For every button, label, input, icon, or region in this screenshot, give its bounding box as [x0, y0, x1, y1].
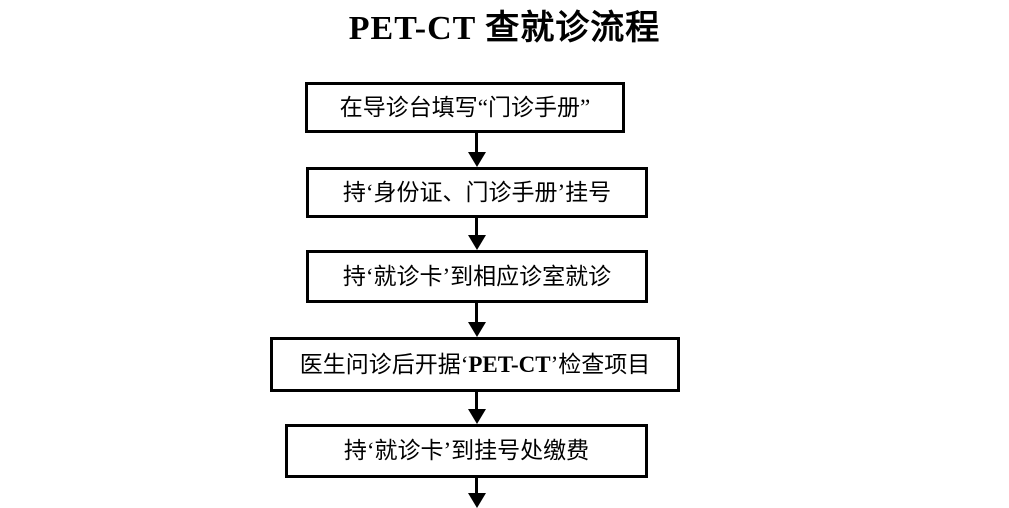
flow-arrow-5-to-next [468, 478, 486, 508]
arrow-head-icon [468, 409, 486, 424]
arrow-shaft [475, 218, 478, 237]
flow-arrow-2-to-3 [468, 218, 486, 250]
flow-arrow-4-to-5 [468, 392, 486, 424]
arrow-shaft [475, 392, 478, 411]
flow-step-box-4[interactable]: 医生问诊后开据‘PET-CT’检查项目 [270, 337, 680, 392]
flow-step-box-1[interactable]: 在导诊台填写“门诊手册” [305, 82, 625, 133]
arrow-shaft [475, 303, 478, 324]
page-title: PET-CT 查就诊流程 [348, 10, 661, 47]
arrow-head-icon [468, 322, 486, 337]
flow-step-box-3[interactable]: 持‘就诊卡’到相应诊室就诊 [306, 250, 648, 303]
arrow-head-icon [468, 152, 486, 167]
flow-step-label-5: 持‘就诊卡’到挂号处缴费 [343, 438, 590, 463]
flow-arrow-1-to-2 [468, 133, 486, 167]
flow-step-box-5[interactable]: 持‘就诊卡’到挂号处缴费 [285, 424, 648, 478]
flow-step-label-4: 医生问诊后开据‘PET-CT’检查项目 [300, 350, 651, 380]
flow-step-label-1: 在导诊台填写“门诊手册” [339, 94, 591, 120]
flow-step-box-2[interactable]: 持‘身份证、门诊手册’挂号 [306, 167, 648, 218]
flow-step-label-3: 持‘就诊卡’到相应诊室就诊 [342, 263, 612, 289]
flow-step-label-4-emphasis: PET-CT [468, 351, 551, 377]
arrow-shaft [475, 478, 478, 495]
arrow-shaft [475, 133, 478, 154]
arrow-head-icon [468, 235, 486, 250]
flow-step-label-4-prefix: 医生问诊后开据‘ [299, 351, 469, 377]
flow-step-label-2: 持‘身份证、门诊手册’挂号 [342, 179, 612, 205]
arrow-head-icon [468, 493, 486, 508]
flow-step-label-4-suffix: ’检查项目 [550, 351, 651, 377]
flow-arrow-3-to-4 [468, 303, 486, 337]
